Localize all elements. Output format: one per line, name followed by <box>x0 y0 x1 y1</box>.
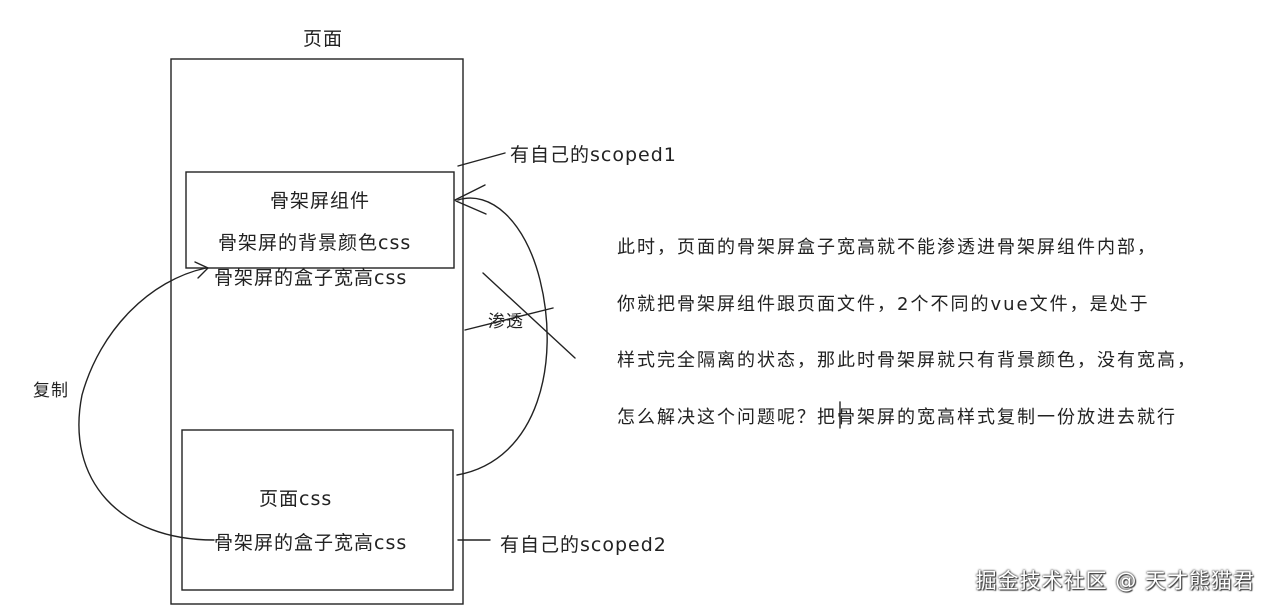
skeleton-component-box <box>185 171 455 269</box>
watermark: 掘金技术社区 @ 天才熊猫君 <box>975 569 1255 593</box>
note-line-1: 此时，页面的骨架屏盒子宽高就不能渗透进骨架屏组件内部， <box>617 237 1157 258</box>
penetrate-arrow-curve <box>456 197 548 476</box>
page-css-title: 页面css <box>259 488 333 510</box>
note-line-4: 怎么解决这个问题呢？把骨架屏的宽高样式复制一份放进去就行 <box>617 407 1177 428</box>
page-size-css: 骨架屏的盒子宽高css <box>214 532 408 554</box>
scoped2-label: 有自己的scoped2 <box>500 534 667 556</box>
scoped1-label: 有自己的scoped1 <box>510 144 677 166</box>
penetrate-arrow-shaft <box>464 307 554 331</box>
cross-out-mark <box>482 272 576 359</box>
page-frame <box>170 58 464 605</box>
note-line-2: 你就把骨架屏组件跟页面文件，2个不同的vue文件，是处于 <box>617 294 1150 315</box>
penetrate-arrow-head <box>454 184 487 215</box>
skeleton-title: 骨架屏组件 <box>269 190 370 212</box>
copy-arrow-head <box>194 261 210 279</box>
copy-arrow <box>78 267 215 541</box>
copy-label: 复制 <box>33 381 69 401</box>
note-line-3: 样式完全隔离的状态，那此时骨架屏就只有背景颜色，没有宽高， <box>617 350 1197 371</box>
page-label: 页面 <box>302 28 343 50</box>
skeleton-bg-css: 骨架屏的背景颜色css <box>218 232 412 254</box>
skeleton-size-css: 骨架屏的盒子宽高css <box>214 267 408 289</box>
scoped1-pointer <box>457 152 506 167</box>
page-css-box <box>181 429 454 591</box>
penetrate-label: 渗透 <box>488 312 524 332</box>
